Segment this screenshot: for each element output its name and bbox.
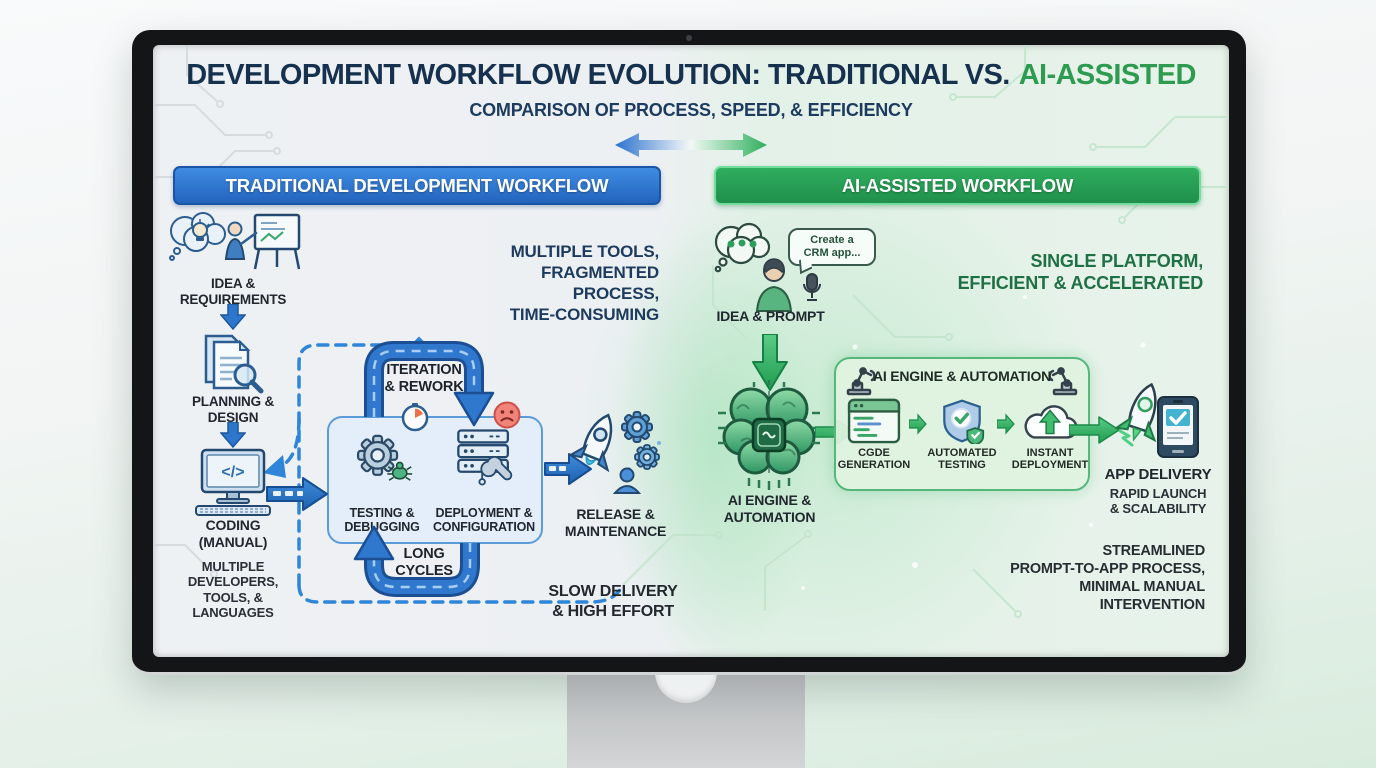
arrow-down-icon (220, 304, 246, 330)
traditional-summary-bottom: SLOW DELIVERY & HIGH EFFORT (548, 583, 678, 620)
traditional-cycle-box: TESTING & DEBUGGING DEPLOYMENT (327, 416, 543, 544)
banner-traditional: TRADITIONAL DEVELOPMENT WORKFLOW (173, 166, 661, 205)
speech-bubble: Create a CRM app... (788, 228, 876, 267)
ai-brain-icon (718, 380, 820, 490)
shield-check-icon (943, 399, 985, 444)
delivery-rocket-icon (1115, 382, 1157, 447)
ai-box-title: AI ENGINE & AUTOMATION (872, 368, 1052, 384)
ai-engine-label: AI ENGINE & AUTOMATION (723, 492, 816, 525)
arrow-down-green-icon (752, 334, 788, 391)
bidirectional-arrow-icon (615, 133, 767, 157)
loop-top-label: ITERATION & REWORK (384, 362, 464, 395)
ai-steps-row: CGDE GENERATION AUTOMATED TESTING (837, 398, 1089, 472)
thought-bubble-icon (714, 222, 771, 273)
coding-manual-icon: </> (195, 448, 271, 516)
arrow-right-green-icon (909, 413, 927, 435)
box-step-testing-label: TESTING & DEBUGGING (344, 506, 420, 534)
app-delivery-label: APP DELIVERY (1104, 466, 1212, 483)
ai-step-label: CGDE GENERATION (837, 447, 911, 472)
ai-summary-bottom: STREAMLINED PROMPT-TO-APP PROCESS, MINIM… (1010, 543, 1205, 613)
page-subtitle: COMPARISON OF PROCESS, SPEED, & EFFICIEN… (469, 100, 913, 120)
banner-traditional-label: TRADITIONAL DEVELOPMENT WORKFLOW (225, 174, 609, 196)
arrow-right-green-icon (1069, 416, 1120, 444)
step-label-planning-design: PLANNING & DESIGN (192, 394, 274, 425)
sad-face-icon (493, 401, 521, 429)
loop-bottom-label: LONG CYCLES (395, 546, 453, 579)
phone-check-icon (1157, 396, 1199, 458)
banner-ai-label: AI-ASSISTED WORKFLOW (841, 174, 1074, 196)
ai-step-label: INSTANT DEPLOYMENT (1011, 447, 1089, 472)
stopwatch-icon (401, 403, 429, 432)
idea-prompt-label: IDEA & PROMPT (716, 308, 825, 324)
box-step-deployment: DEPLOYMENT & CONFIGURATION (433, 428, 535, 534)
ai-step-instant-deployment: INSTANT DEPLOYMENT (1011, 398, 1089, 472)
monitor-frame: DEVELOPMENT WORKFLOW EVOLUTION: TRADITIO… (132, 30, 1246, 675)
server-wrench-icon (457, 429, 513, 486)
code-window-icon (847, 398, 901, 444)
webcam-icon (686, 35, 692, 41)
robot-arm-icon (1048, 367, 1078, 396)
banner-ai: AI-ASSISTED WORKFLOW (714, 166, 1201, 205)
step-note-coding: MULTIPLE DEVELOPERS, TOOLS, & LANGUAGES (187, 559, 279, 620)
page-title-main: DEVELOPMENT WORKFLOW EVOLUTION: TRADITIO… (186, 59, 1010, 91)
app-delivery-note: RAPID LAUNCH & SCALABILITY (1109, 486, 1207, 517)
microphone-icon (803, 273, 821, 301)
prompt-person-icon (755, 258, 793, 312)
page-title: DEVELOPMENT WORKFLOW EVOLUTION: TRADITIO… (153, 59, 1229, 92)
release-label: RELEASE & MAINTENANCE (564, 506, 667, 539)
idea-requirements-icon (169, 212, 301, 270)
ai-step-code-generation: CGDE GENERATION (837, 398, 911, 472)
page-title-accent: AI-ASSISTED (1018, 59, 1197, 91)
step-label-coding-manual: CODING (MANUAL) (198, 517, 268, 550)
monitor-stand (567, 675, 805, 768)
ai-engine-box: AI ENGINE & AUTOMATION CGDE GENERATION (834, 357, 1090, 491)
gear-bug-icon (356, 434, 413, 481)
box-step-deployment-label: DEPLOYMENT & CONFIGURATION (432, 506, 535, 534)
step-label-idea-requirements: IDEA & REQUIREMENTS (179, 276, 287, 307)
planning-design-icon (204, 334, 264, 394)
ai-step-automated-testing: AUTOMATED TESTING (927, 398, 997, 472)
release-maintenance-icon (569, 411, 661, 494)
box-step-testing: TESTING & DEBUGGING (335, 428, 429, 534)
monitor-screen: DEVELOPMENT WORKFLOW EVOLUTION: TRADITIO… (153, 45, 1229, 657)
ai-summary-top: SINGLE PLATFORM, EFFICIENT & ACCELERATED (957, 251, 1204, 294)
ai-step-label: AUTOMATED TESTING (927, 447, 997, 472)
stand-cable-hole (655, 675, 717, 703)
robot-arm-icon (846, 367, 876, 396)
traditional-summary-top: MULTIPLE TOOLS, FRAGMENTED PROCESS, TIME… (509, 242, 659, 325)
arrow-down-icon (220, 422, 246, 448)
arrow-right-green-icon (997, 413, 1015, 435)
svg-text:</>: </> (221, 464, 244, 481)
